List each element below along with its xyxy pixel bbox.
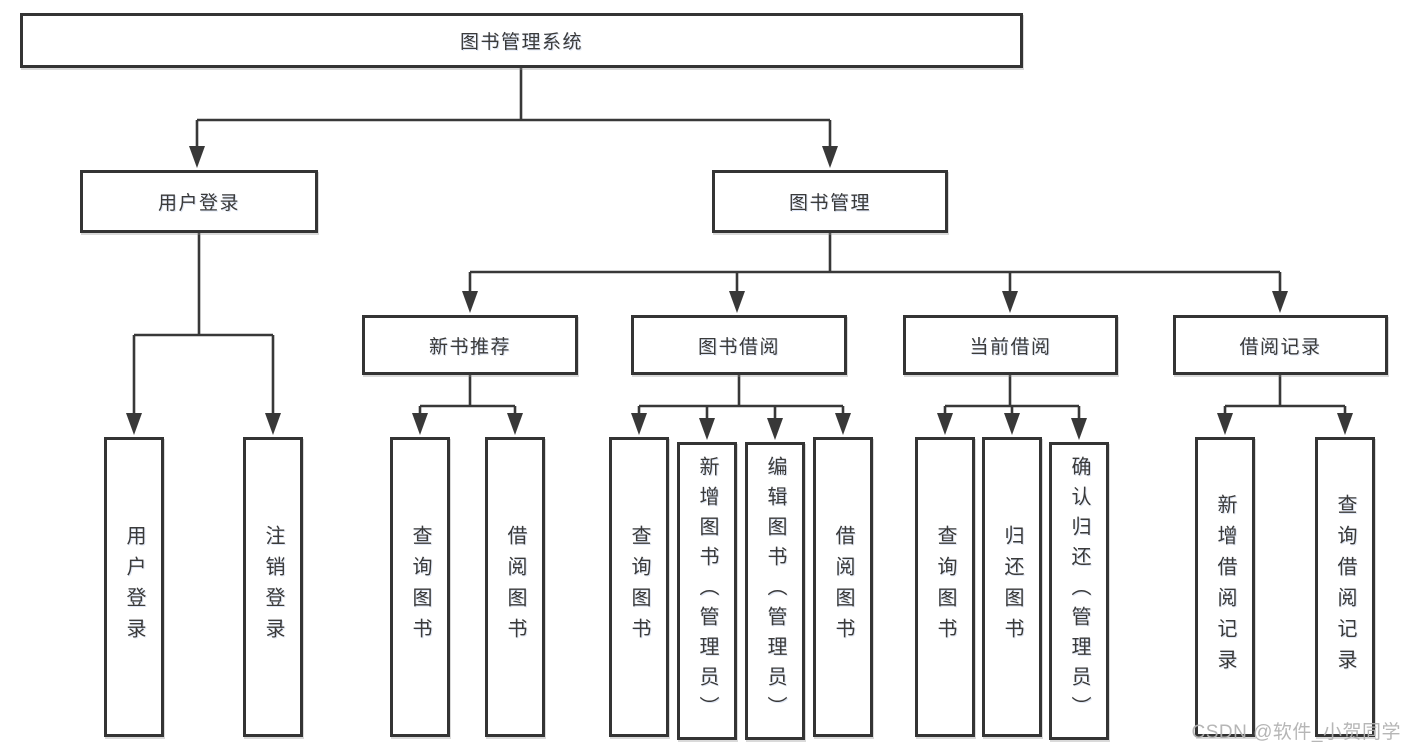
leaf-nb-borrow-books: 借阅图书 [485, 437, 545, 737]
leaf-cb-query-books: 查询图书 [915, 437, 975, 737]
leaf-cb-confirm-return-admin: 确认归还（管理员） [1049, 442, 1109, 740]
leaf-nb-query-books: 查询图书 [390, 437, 450, 737]
connector-book-borrow-to-leaves [631, 375, 851, 440]
node-book-borrow: 图书借阅 [631, 315, 847, 375]
leaf-br-add-borrow-record: 新增借阅记录 [1195, 437, 1255, 737]
node-book-management: 图书管理 [712, 170, 948, 233]
node-new-book-recommend: 新书推荐 [362, 315, 578, 375]
leaf-logout-login: 注销登录 [243, 437, 303, 737]
connector-root-to-level2 [189, 68, 838, 168]
node-current-borrow: 当前借阅 [903, 315, 1118, 375]
leaf-user-login: 用户登录 [104, 437, 164, 737]
leaf-bb-borrow-books: 借阅图书 [813, 437, 873, 737]
node-user-login: 用户登录 [80, 170, 318, 233]
leaf-cb-return-books: 归还图书 [982, 437, 1042, 737]
leaf-bb-edit-books-admin: 编辑图书（管理员） [745, 442, 805, 740]
csdn-watermark: CSDN @软件_小贺同学 [1191, 722, 1401, 743]
node-borrow-record: 借阅记录 [1173, 315, 1388, 375]
connector-current-borrow-to-leaves [937, 375, 1087, 440]
connector-borrow-record-to-leaves [1217, 375, 1353, 435]
leaf-br-query-borrow-record: 查询借阅记录 [1315, 437, 1375, 737]
connector-user-login-to-leaves [126, 233, 281, 435]
leaf-bb-query-books: 查询图书 [609, 437, 669, 737]
node-root-library-system: 图书管理系统 [20, 13, 1023, 68]
connector-new-book-recommend-to-leaves [412, 375, 523, 435]
leaf-bb-add-books-admin: 新增图书（管理员） [677, 442, 737, 740]
connector-book-management-to-level3 [462, 233, 1288, 313]
